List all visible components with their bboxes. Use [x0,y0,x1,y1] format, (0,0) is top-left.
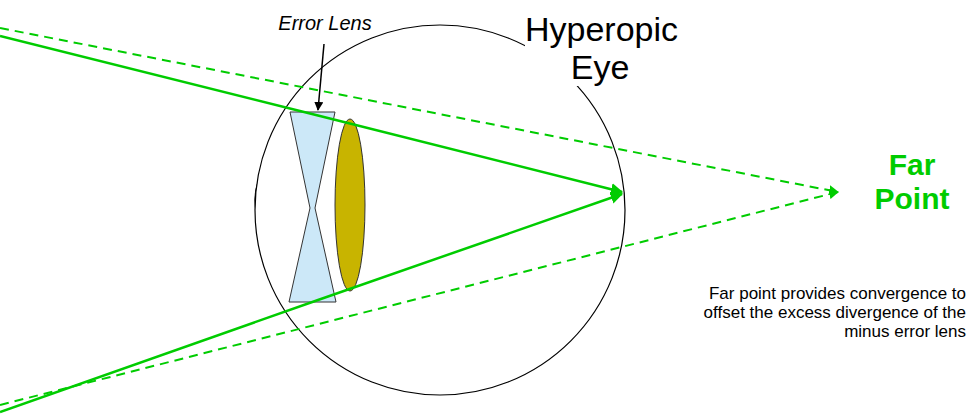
crystalline-lens [335,119,365,291]
diagram-title: Hyperopic Eye [525,10,675,86]
note-text: Far point provides convergence to offset… [698,284,966,341]
dashed-ray [0,28,838,192]
point-label: Far Point [848,148,976,215]
part-label: Error Lens [250,12,400,34]
leader-arrow [318,44,324,110]
solid-ray [0,194,622,412]
error-lens-symbol [289,112,336,302]
